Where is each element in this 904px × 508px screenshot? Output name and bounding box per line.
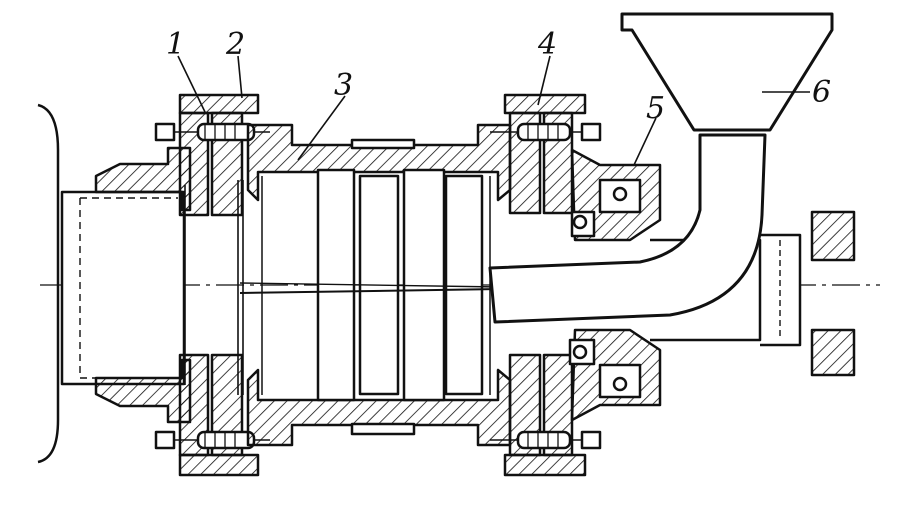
right-clamp-upper: [490, 93, 602, 215]
bearing-lower: [568, 338, 642, 399]
left-clamp-lower: [154, 353, 270, 477]
suction-pipe: [488, 133, 767, 324]
bearing-upper: [570, 178, 642, 238]
left-brace: [37, 103, 60, 464]
right-coupling: [760, 210, 856, 377]
callout-5: 5: [646, 91, 665, 126]
right-clamp-lower: [490, 353, 602, 477]
callout-2: 2: [225, 27, 245, 62]
callout-3: 3: [334, 68, 353, 103]
funnel: [620, 12, 834, 132]
callout-6: 6: [812, 75, 831, 110]
callout-4: 4: [537, 27, 557, 62]
left-shaft-cylinder: [60, 190, 186, 386]
callout-1: 1: [166, 27, 185, 62]
